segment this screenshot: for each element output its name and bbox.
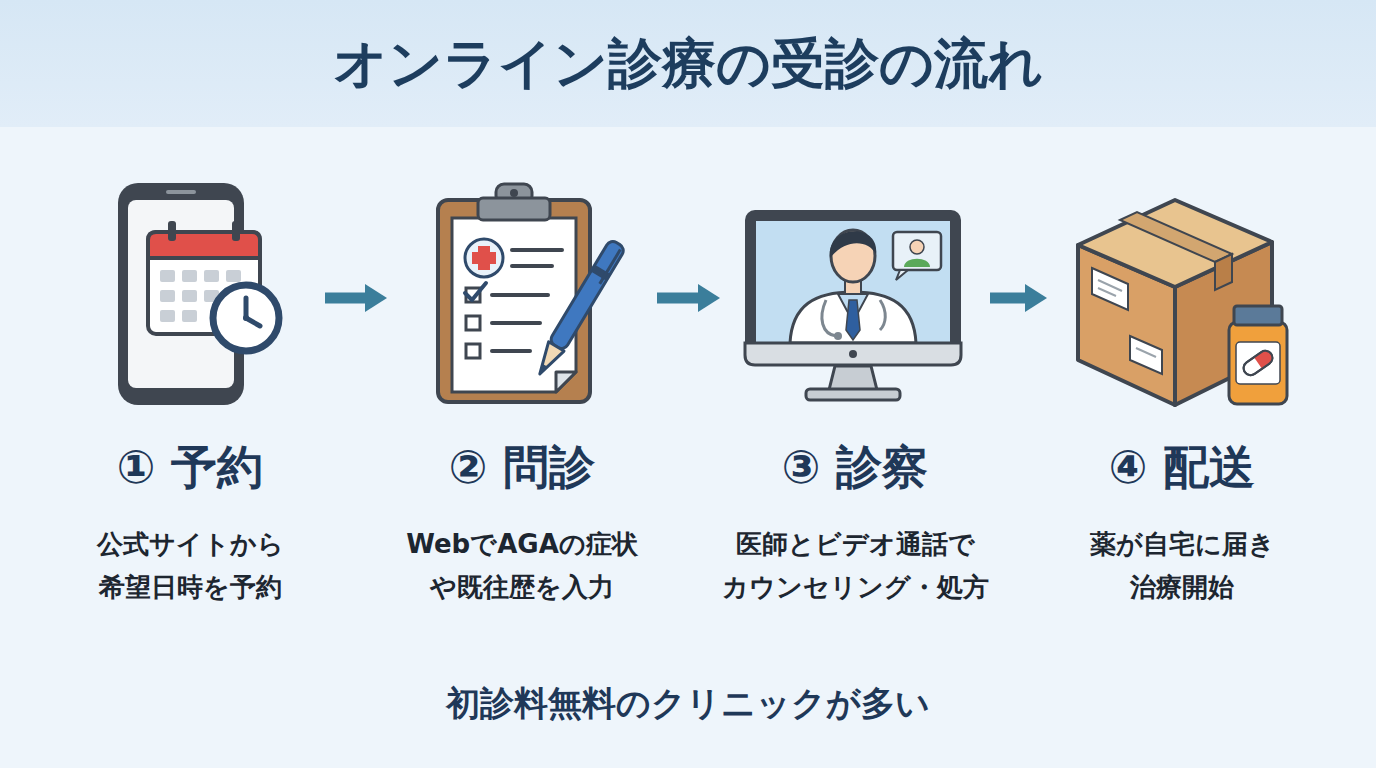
parcel-medicine-icon [1136, 348, 1156, 357]
clipboard-icon [465, 239, 503, 277]
monitor-doctor-icon [880, 300, 885, 330]
clipboard-icon [438, 184, 626, 402]
step-description: 公式サイトから 希望日時を予約 [55, 523, 325, 609]
monitor-doctor-icon [756, 221, 950, 343]
step-description: 薬が自宅に届き 治療開始 [1047, 523, 1317, 609]
step-node: ① 予約公式サイトから 希望日時を予約 [55, 180, 325, 620]
clipboard-icon [556, 372, 576, 392]
clipboard-icon [532, 239, 626, 379]
monitor-doctor-icon [834, 332, 842, 340]
monitor-doctor-icon [904, 259, 930, 267]
parcel-medicine-icon [1098, 288, 1116, 296]
clipboard-icon [537, 364, 547, 376]
clipboard-icon [465, 283, 486, 300]
clipboard-icon [492, 321, 540, 325]
step-node: ③ 診察医師とビデオ通話で カウンセリング・処方 [720, 180, 990, 620]
phone-calendar-icon [226, 270, 241, 282]
parcel-medicine-icon [1229, 322, 1287, 404]
monitor-doctor-icon [822, 300, 836, 336]
clipboard-icon [466, 316, 480, 330]
parcel-medicine-icon [1241, 348, 1275, 378]
step-description: 医師とビデオ通話で カウンセリング・処方 [720, 523, 990, 609]
phone-calendar-icon [213, 285, 279, 351]
parcel-medicine-icon [1236, 342, 1280, 384]
clipboard-icon [452, 218, 576, 392]
flow-arrow [990, 293, 1033, 304]
parcel-medicine-icon [1130, 336, 1162, 374]
clipboard-icon [512, 264, 552, 268]
monitor-doctor-icon [806, 389, 900, 400]
phone-calendar-icon [243, 315, 249, 321]
parcel-medicine-icon [1078, 200, 1287, 405]
clipboard-icon [466, 344, 480, 358]
monitor-doctor-icon [745, 343, 961, 365]
phone-calendar-icon [160, 270, 175, 282]
monitor-doctor-icon [910, 240, 924, 254]
step-heading: ① 予約 [55, 438, 325, 496]
monitor-doctor-icon [830, 231, 876, 258]
parcel-medicine-icon [1120, 212, 1232, 262]
flow-arrow [657, 293, 706, 304]
step-node: ② 問診 WebでAGAの症状 や既往歴を入力 [387, 180, 657, 620]
phone-calendar-icon [160, 290, 175, 302]
phone-calendar-icon [232, 221, 240, 241]
phone-calendar-icon [160, 310, 175, 322]
monitor-doctor-icon [846, 300, 860, 340]
monitor-doctor-icon [829, 366, 877, 390]
clipboard-icon [532, 342, 564, 379]
clipboard-icon [512, 248, 562, 252]
flow-arrow [325, 293, 373, 304]
phone-calendar-icon [204, 270, 219, 282]
clipboard-icon [600, 250, 621, 284]
page-title: オンライン診療の受診の流れ [0, 0, 1376, 127]
monitor-doctor-icon [745, 210, 961, 400]
monitor-doctor-icon [893, 232, 941, 270]
step-heading: ④ 配送 [1047, 438, 1317, 496]
clipboard-icon [492, 349, 530, 353]
phone-calendar-icon [118, 183, 279, 405]
clipboard-icon [549, 239, 626, 351]
clipboard-icon [492, 293, 548, 297]
phone-calendar-icon [166, 190, 196, 194]
step-node: ④ 配送薬が自宅に届き 治療開始 [1047, 180, 1317, 620]
parcel-medicine-icon [1215, 254, 1232, 290]
step-heading: ② 問診 [387, 438, 657, 496]
phone-calendar-icon [148, 232, 260, 258]
parcel-medicine-icon [1092, 268, 1128, 310]
footnote-caption: 初診料無料のクリニックが多い [0, 676, 1376, 730]
monitor-doctor-icon [790, 292, 916, 343]
monitor-doctor-icon [896, 270, 908, 280]
parcel-medicine-icon [1241, 348, 1275, 378]
clipboard-icon [478, 198, 550, 220]
step-heading: ③ 診察 [720, 438, 990, 496]
parcel-medicine-icon [1241, 348, 1275, 378]
clipboard-icon [510, 189, 518, 197]
parcel-medicine-icon [1234, 306, 1282, 325]
monitor-doctor-icon [745, 210, 961, 362]
phone-calendar-icon [168, 221, 176, 241]
phone-calendar-icon [182, 290, 197, 302]
clipboard-icon [438, 200, 590, 402]
step-description: WebでAGAの症状 や既往歴を入力 [387, 523, 657, 609]
phone-calendar-icon [182, 270, 197, 282]
phone-calendar-icon [182, 310, 197, 322]
monitor-doctor-icon [849, 350, 857, 358]
clipboard-icon [472, 252, 496, 264]
